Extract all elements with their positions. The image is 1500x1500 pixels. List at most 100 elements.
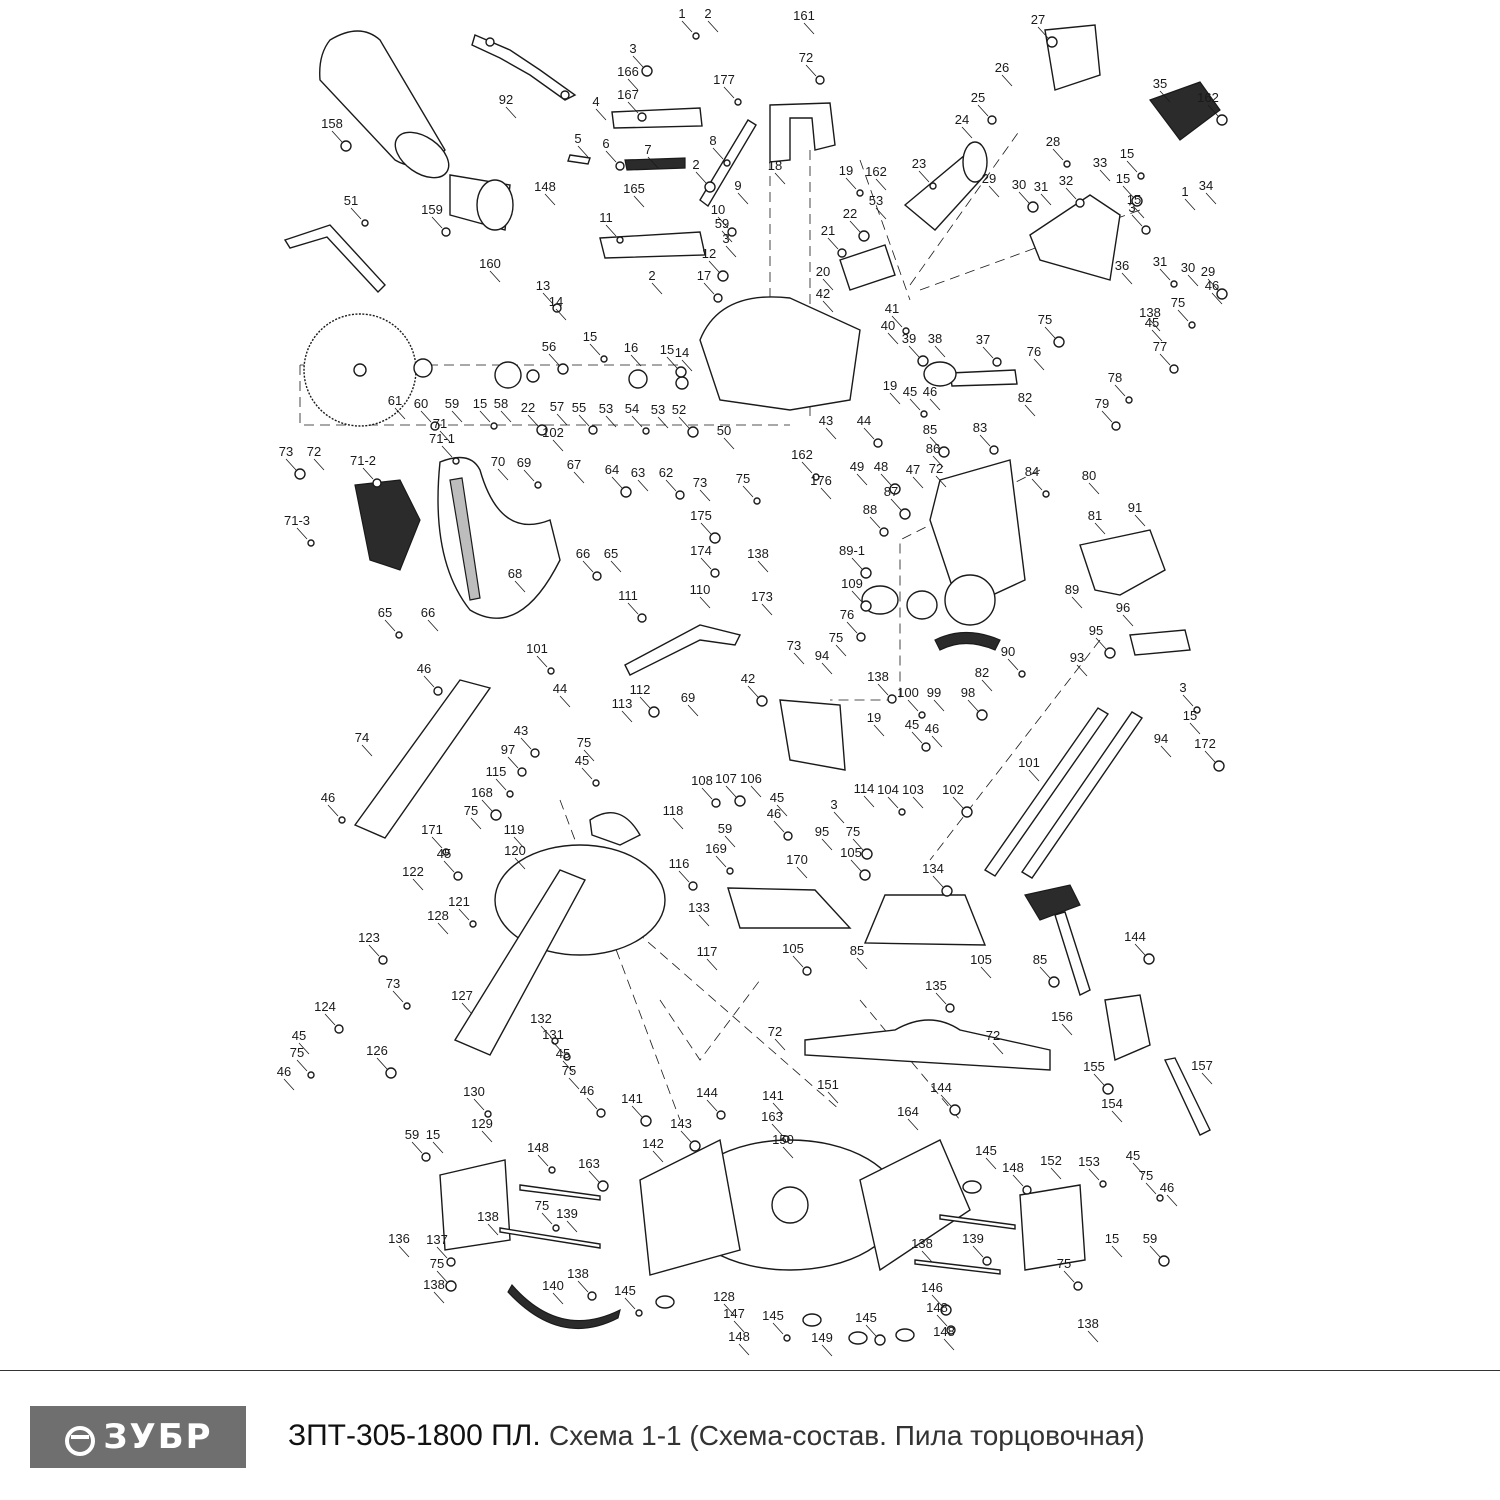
part-label: 31 [1153,254,1167,269]
part-label: 102 [942,782,964,797]
leader-line [792,955,804,968]
part-label: 122 [402,864,424,879]
leader-line [639,696,651,709]
leader-line [738,1343,750,1356]
fastener [727,227,737,237]
fence-74 [353,679,492,839]
leader-line [586,1097,598,1110]
leader-line [1207,278,1219,291]
leader-line [723,1303,735,1316]
fastener [711,798,721,808]
part-label: 142 [642,1136,664,1151]
bevel-lock-handle [1079,529,1166,596]
fastener [859,869,871,881]
leader-line [979,434,991,447]
leader-line [666,356,678,369]
brand-logo-text: ЗУБР [103,1417,213,1457]
part-label: 166 [617,64,639,79]
leader-line [911,731,923,744]
part-label: 54 [625,401,639,416]
leader-line [721,230,733,243]
leader-line [514,580,526,593]
part-label: 93 [1070,650,1084,665]
leader-line [384,619,396,632]
part-label: 154 [1101,1096,1123,1111]
part-label: 107 [715,771,737,786]
leader-line [1182,694,1194,707]
fastener [1075,198,1085,208]
part-label: 36 [1115,258,1129,273]
part-label: 85 [850,943,864,958]
leader-line [432,1141,444,1154]
clamp-assembly [1024,884,1211,1136]
fastener [782,1135,790,1143]
fastener [640,1115,652,1127]
fastener [898,808,906,816]
fastener [1156,1194,1164,1202]
part-label: 145 [762,1308,784,1323]
leader-line [481,799,493,812]
leader-line [887,332,899,345]
part-label: 138 [423,1277,445,1292]
leader-line [479,410,491,423]
leader-line [520,737,532,750]
part-label: 45 [575,753,589,768]
leader-line [1177,309,1189,322]
leader-line [1126,160,1138,173]
part-label: 75 [464,803,478,818]
fastener [294,468,306,480]
fastener [989,445,999,455]
leader-line [678,870,690,883]
brand-logo: ЗУБР [30,1406,246,1468]
part-label: 138 [1077,1316,1099,1331]
leader-line [412,878,424,891]
part-label: 138 [477,1209,499,1224]
part-label: 73 [279,444,293,459]
part-label: 114 [854,781,875,796]
fastener [920,410,928,418]
leader-line [1166,1194,1178,1207]
part-label: 26 [995,60,1009,75]
part-label: 72 [768,1024,782,1039]
leader-line [1018,191,1030,204]
leader-line [1050,1167,1062,1180]
fastener [536,424,548,436]
leader-line [706,958,718,971]
fastener [899,508,911,520]
fastener [902,327,910,335]
saw-base [639,1138,971,1276]
leader-line [681,20,693,33]
leader-line [1187,274,1199,287]
part-label: 49 [850,459,864,474]
part-label: 123 [358,930,380,945]
fastener [992,357,1002,367]
fastener [987,115,997,125]
part-label: 73 [693,475,707,490]
leader-line [850,859,862,872]
leader-line [536,655,548,668]
part-label: 19 [867,710,881,725]
fastener [873,438,883,448]
leader-line [497,468,509,481]
leader-line [1007,658,1019,671]
leader-line [473,1098,485,1111]
fastener [372,478,382,488]
leader-line [849,220,861,233]
part-label: 45 [1145,315,1159,330]
leader-line [285,458,297,471]
sliding-fences [727,887,987,946]
part-label: 42 [816,286,830,301]
part-label: 4 [592,94,599,109]
part-label: 23 [912,156,926,171]
part-label: 48 [874,459,888,474]
leader-line [556,413,568,426]
part-label: 75 [290,1045,304,1060]
part-label: 167 [617,87,639,102]
leader-line [632,55,644,68]
part-label: 78 [1108,370,1122,385]
part-label: 76 [1027,344,1041,359]
fastener [734,795,746,807]
part-label: 162 [1197,90,1219,105]
part-label: 29 [1201,264,1215,279]
leader-line [750,785,762,798]
